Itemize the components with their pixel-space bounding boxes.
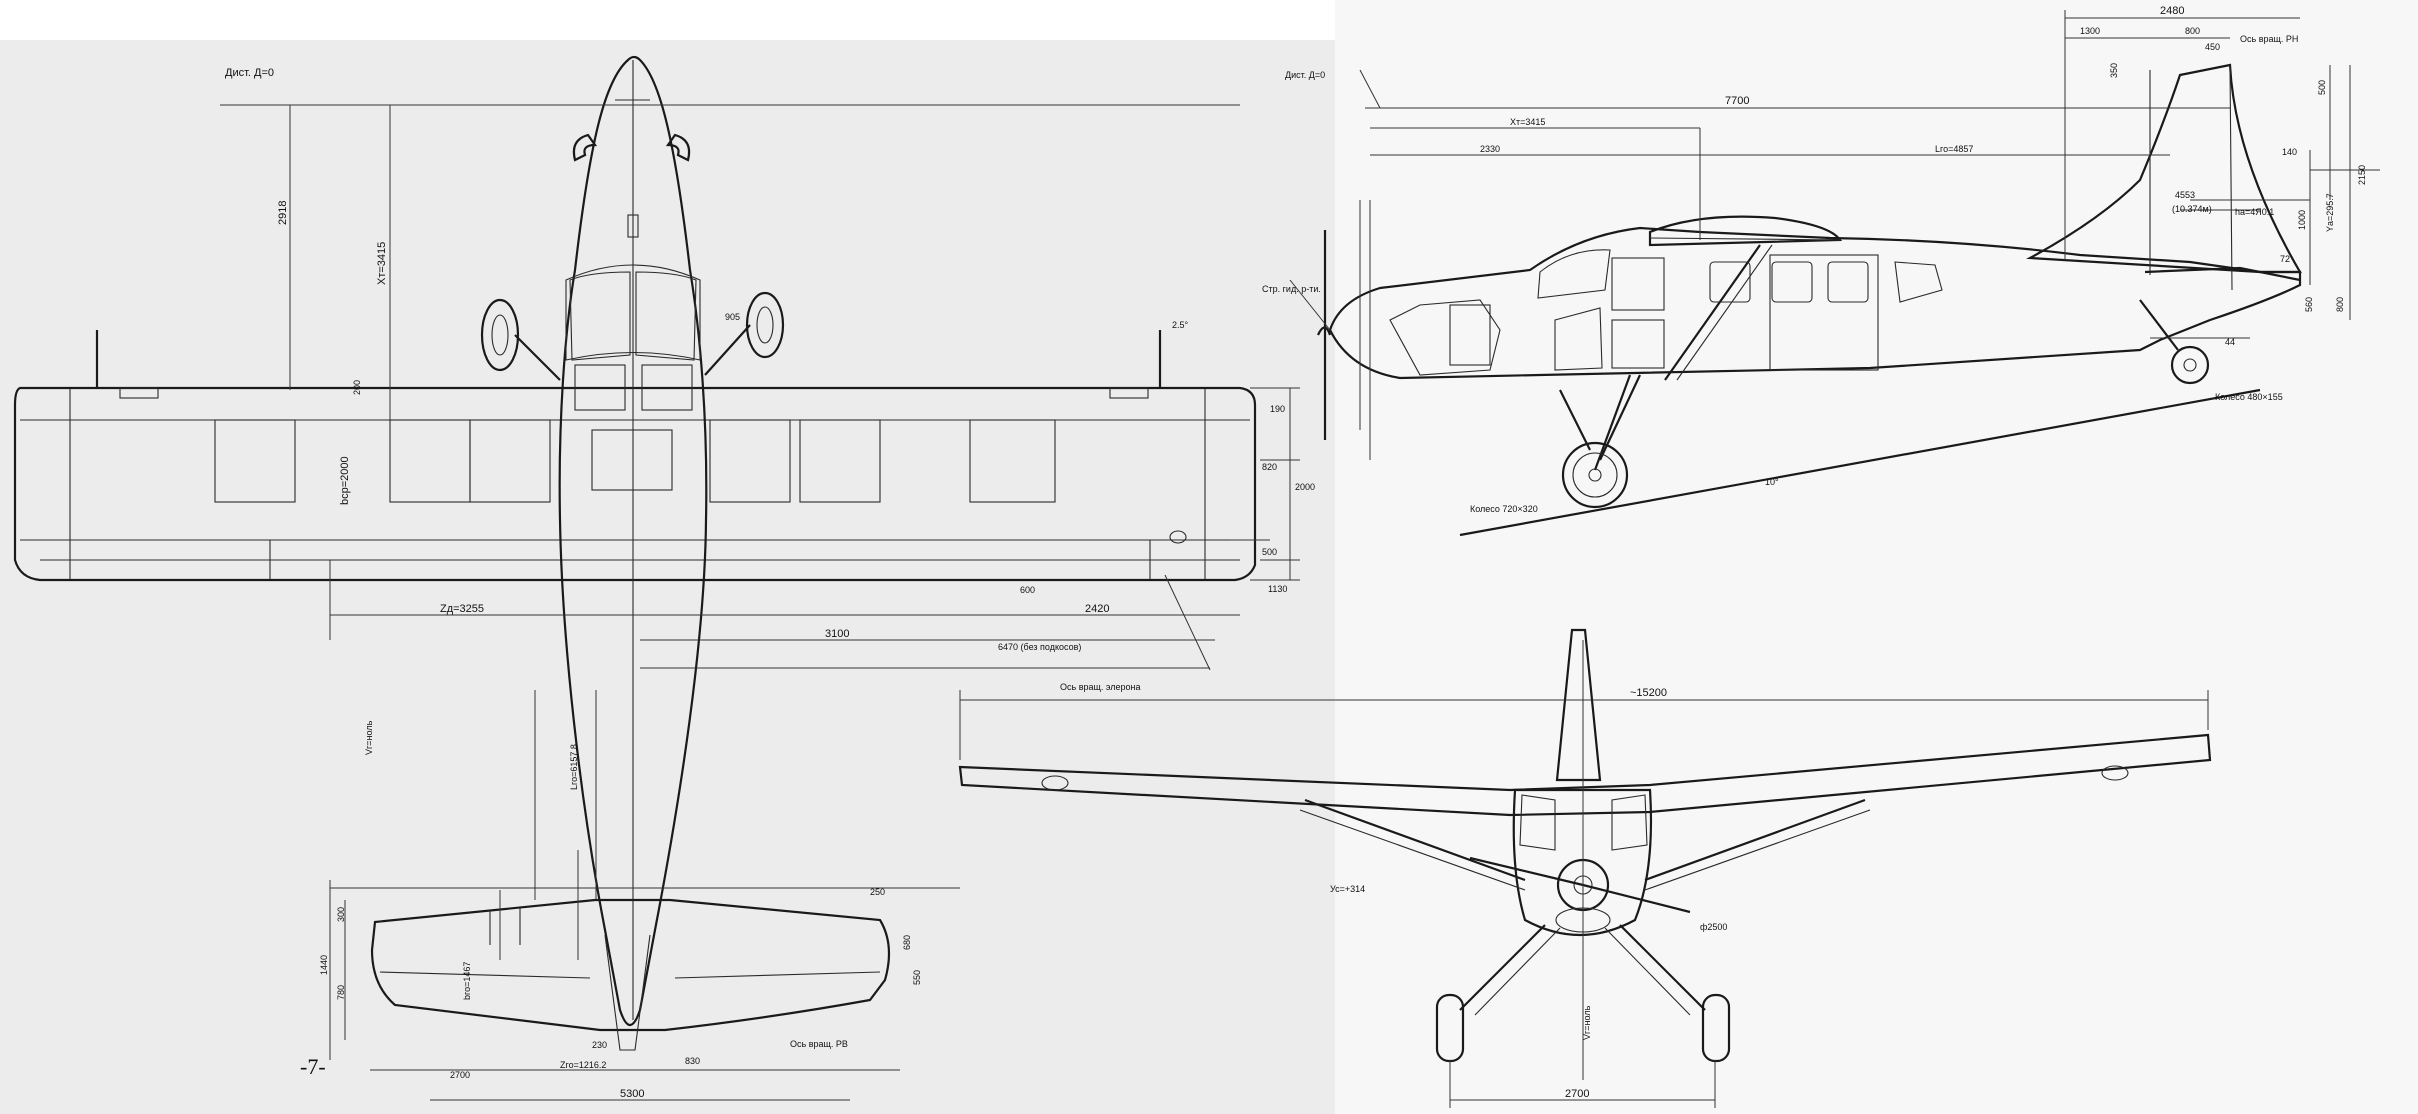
dim-190: 190 (1270, 404, 1285, 414)
side-mid-eng: Стр. гид. р-ти. (1262, 284, 1321, 294)
dim-680: 680 (902, 935, 912, 950)
plan-labels: Дист. Д=0 2918 Хт=3415 200 bср=2000 190 … (225, 67, 1315, 1100)
dim-5300: 5300 (620, 1088, 644, 1100)
side-dim-800b: 800 (2335, 297, 2345, 312)
dim-1440: 1440 (319, 955, 329, 975)
side-dim-350: 350 (2109, 63, 2119, 78)
side-ya: Yа=295.7 (2325, 193, 2335, 232)
side-10374: (10.374м) (2172, 204, 2212, 214)
vg-label: Vг=ноль (364, 720, 374, 755)
side-dim-450: 450 (2205, 42, 2220, 52)
side-dim-7700: 7700 (1725, 95, 1749, 107)
plan-dimensions (220, 104, 1300, 1101)
side-dim-1300: 1300 (2080, 26, 2100, 36)
plan-tailplane (370, 898, 891, 1051)
dim-820: 820 (1262, 462, 1277, 472)
front-prop: ф2500 (1700, 922, 1727, 932)
left-sheet-background (0, 40, 1335, 1114)
dim-2918: 2918 (277, 201, 289, 225)
side-fin (2026, 63, 2302, 274)
xt-label: Хт=3415 (376, 242, 388, 285)
dim-600: 600 (1020, 585, 1035, 595)
dim-3100: 3100 (825, 628, 849, 640)
dim-230: 230 (592, 1040, 607, 1050)
b-chord-label: bср=2000 (339, 456, 351, 505)
zgo-label: Zго=1216.2 (560, 1060, 606, 1070)
side-4553: 4553 (2175, 190, 2195, 200)
plan-main-gear (480, 291, 785, 381)
dim-905: 905 (725, 312, 740, 322)
side-view: Дист. Д=0 2480 1300 800 450 Ось вращ. РН… (1172, 5, 2380, 537)
front-view: ~15200 ф2500 2700 Ус=+314 Vг=ноль (958, 628, 2212, 1108)
main-wheel-label: Колесо 720×320 (1470, 504, 1538, 514)
zb-label: Zд=3255 (440, 603, 484, 615)
side-dim-500: 500 (2317, 80, 2327, 95)
datum-label: Дист. Д=0 (225, 67, 274, 79)
side-dim-140: 140 (2282, 147, 2297, 157)
aileron-axis-label: Ось вращ. элерона (1060, 682, 1141, 692)
plan-fuselage (558, 55, 708, 1027)
dim-830: 830 (685, 1056, 700, 1066)
side-dimensions (1289, 10, 2380, 460)
side-fuselage (1328, 226, 2302, 380)
dim-250: 250 (870, 887, 885, 897)
page-number: -7- (300, 1054, 326, 1079)
dim-300: 300 (336, 907, 346, 922)
rudder-axis-label: Ось вращ. РВ (790, 1039, 848, 1049)
dim-500: 500 (1262, 547, 1277, 557)
side-datum-label: Дист. Д=0 (1285, 70, 1325, 80)
rudder-axis-label-side: Ось вращ. РН (2240, 34, 2298, 44)
side-angle-25: 2.5° (1172, 320, 1189, 330)
side-lgo: Lго=4857 (1935, 144, 1973, 154)
dim-200: 200 (352, 380, 362, 395)
side-labels: Дист. Д=0 2480 1300 800 450 Ось вращ. РН… (1172, 5, 2367, 514)
bgo-label: bго=1467 (462, 962, 472, 1000)
front-track: 2700 (1565, 1088, 1589, 1100)
tail-wheel-label: Колесо 480×155 (2215, 392, 2283, 402)
front-labels: ~15200 ф2500 2700 Ус=+314 Vг=ноль (1330, 687, 1727, 1100)
dim-6470: 6470 (без подкосов) (998, 642, 1081, 652)
lgo-label: Lго=6157.8 (569, 744, 579, 790)
side-dim-1000: 1000 (2297, 210, 2307, 230)
side-dim-2480: 2480 (2160, 5, 2184, 17)
side-dim-2150: 2150 (2357, 165, 2367, 185)
dim-2420: 2420 (1085, 603, 1109, 615)
front-span: ~15200 (1630, 687, 1667, 699)
side-ha: hа=4Я0.1 (2235, 207, 2274, 217)
side-dim-72: 72 (2280, 254, 2290, 264)
front-wing (958, 733, 2212, 817)
dim-2000: 2000 (1295, 482, 1315, 492)
front-vg: Vг=ноль (1582, 1005, 1592, 1040)
side-xt: Хт=3415 (1510, 117, 1545, 127)
side-dim-44: 44 (2225, 337, 2235, 347)
dim-2700: 2700 (450, 1070, 470, 1080)
side-dim-560: 560 (2304, 297, 2314, 312)
plan-wing (13, 330, 1257, 582)
right-sheet-background (1335, 0, 2418, 1114)
dim-550: 550 (912, 970, 922, 985)
side-dim-800: 800 (2185, 26, 2200, 36)
side-dim-2330: 2330 (1480, 144, 1500, 154)
dim-780: 780 (336, 985, 346, 1000)
dim-130: 1130 (1268, 584, 1287, 594)
front-cg: Ус=+314 (1330, 884, 1365, 894)
ground-angle: 10° (1765, 477, 1779, 487)
front-dimensions (959, 640, 2209, 1108)
plan-view: Дист. Д=0 2918 Хт=3415 200 bср=2000 190 … (13, 55, 1315, 1101)
